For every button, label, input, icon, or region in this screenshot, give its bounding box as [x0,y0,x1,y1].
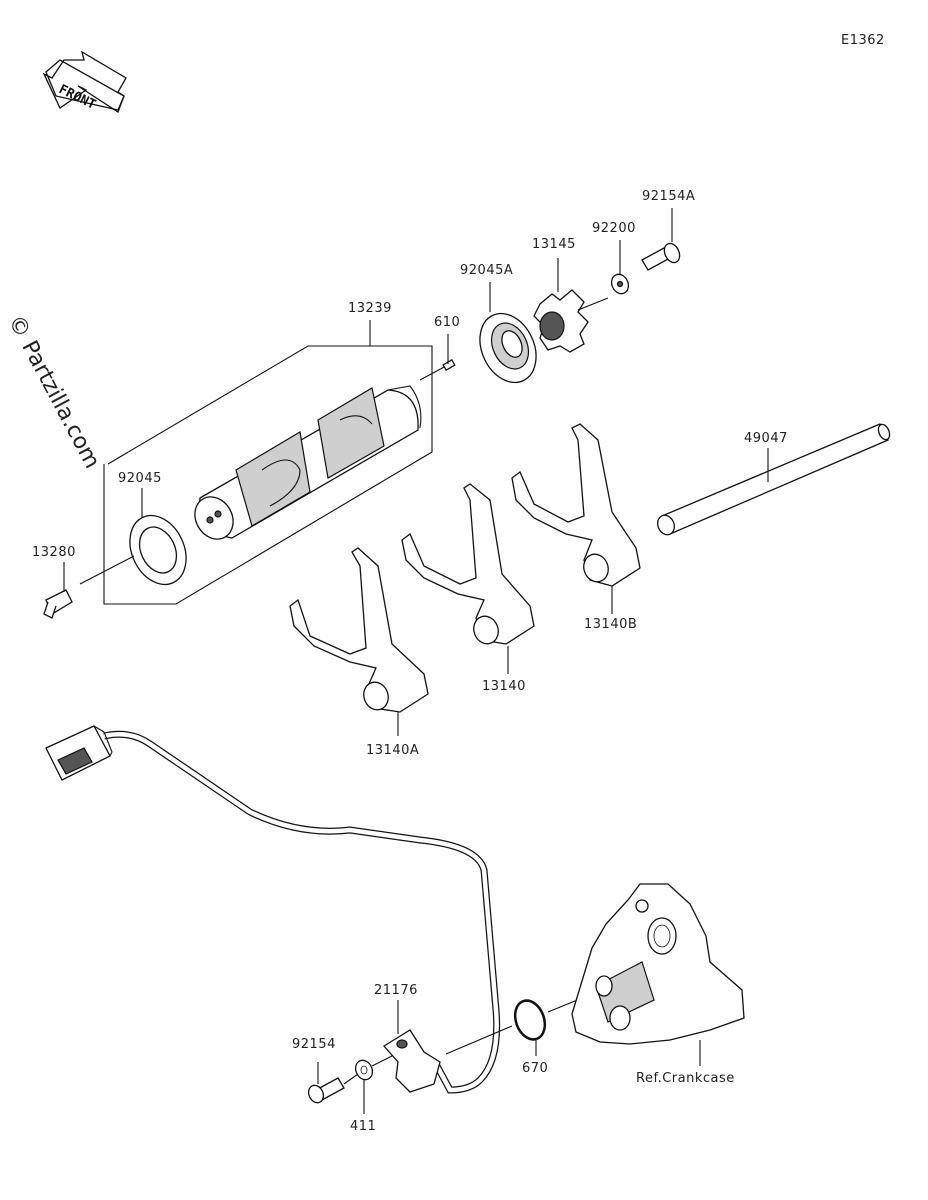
bearing-92045 [79,488,187,586]
label-21176: 21176 [374,983,418,998]
screw-13280 [43,562,73,619]
pin-610 [419,334,456,381]
label-92200: 92200 [592,221,636,236]
label-92045a: 92045A [460,263,513,278]
shift-drum [194,385,422,540]
gear-13145 [533,258,609,353]
diagram-code: E1362 [841,33,885,48]
washer-411 [354,1055,393,1114]
bolt-92154a [641,208,681,271]
front-arrow-icon: FRONT [42,50,127,113]
label-13145: 13145 [532,237,576,252]
assembly-bracket [103,320,433,605]
washer-92200 [610,240,630,295]
label-92154: 92154 [292,1037,336,1052]
label-13140: 13140 [482,679,526,694]
label-ref-crankcase: Ref.Crankcase [636,1071,735,1086]
label-92045: 92045 [118,471,162,486]
shift-fork-13140b [511,423,641,614]
label-92154a: 92154A [642,189,695,204]
label-13239: 13239 [348,301,392,316]
label-13140a: 13140A [366,743,419,758]
bearing-92045a [479,282,537,384]
crankcase-reference [571,883,745,1066]
shaft-49047 [657,423,891,536]
label-411: 411 [350,1119,376,1134]
sensor-wire [103,730,501,1094]
label-670: 670 [522,1061,548,1076]
bolt-92154 [307,1062,359,1104]
label-49047: 49047 [744,431,788,446]
label-13280: 13280 [32,545,76,560]
o-ring-670 [445,993,593,1056]
watermark: © Partzilla.com [3,311,105,473]
wire-connector-icon [45,725,113,781]
shift-fork-13140 [401,483,535,674]
sensor-21176 [383,1000,441,1093]
shift-fork-13140a [289,547,429,736]
label-13140b: 13140B [584,617,637,632]
label-610: 610 [434,315,460,330]
